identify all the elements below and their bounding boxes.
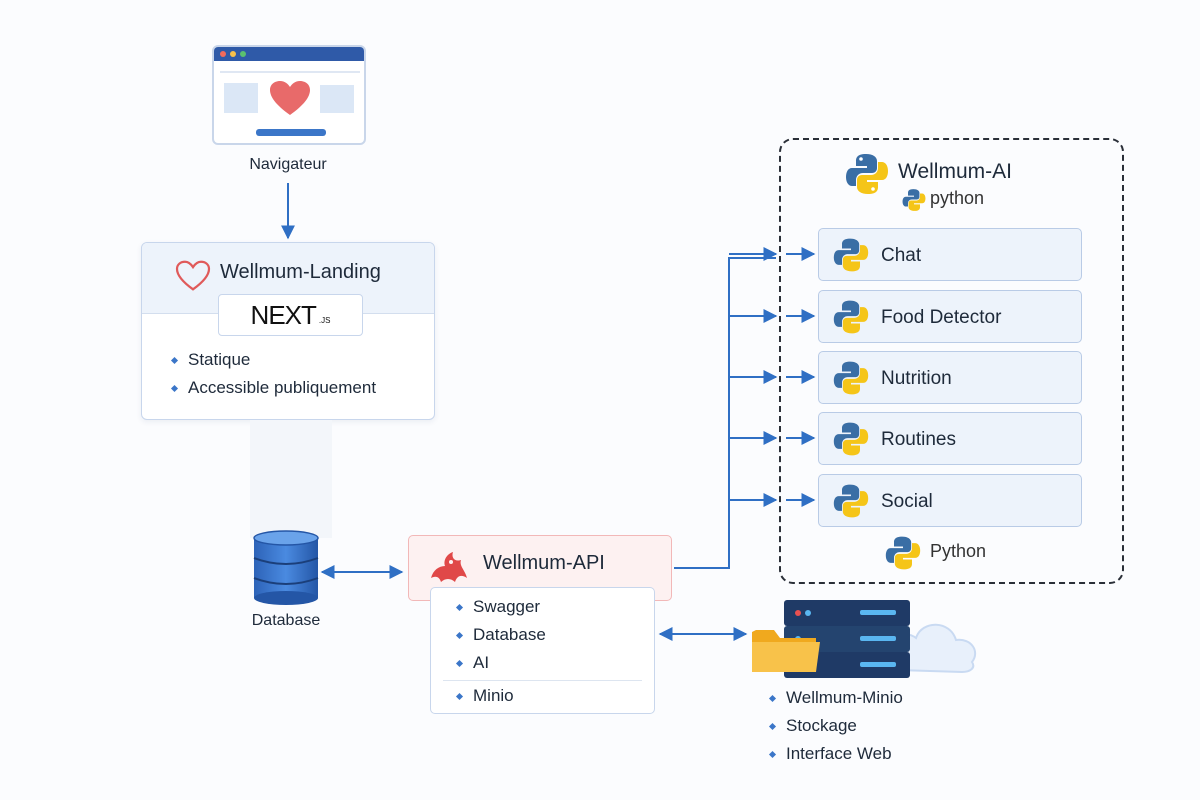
- browser-min-dot: [230, 51, 236, 57]
- list-item: Interface Web: [770, 740, 903, 768]
- browser-window-icon: [212, 45, 366, 145]
- browser-titlebar: [214, 47, 364, 61]
- nextjs-logo-suffix: .JS: [318, 315, 331, 325]
- ai-footer-label: Python: [930, 541, 987, 561]
- python-icon: [833, 238, 869, 272]
- ai-module-label: Chat: [881, 245, 922, 266]
- python-icon: [833, 484, 869, 518]
- list-item: Accessible publiquement: [172, 374, 376, 402]
- python-icon: [833, 300, 869, 334]
- list-item: Stockage: [770, 712, 903, 740]
- api-title: Wellmum-API: [483, 552, 605, 574]
- ai-service-container: [779, 138, 1124, 584]
- api-divider: [443, 680, 642, 681]
- ai-module-routines: Routines: [818, 412, 1082, 465]
- browser-label: Navigateur: [249, 156, 327, 173]
- api-extra-list: Minio: [457, 682, 514, 710]
- list-item: Statique: [172, 346, 376, 374]
- browser-button-bar: [256, 129, 326, 136]
- ai-module-social: Social: [818, 474, 1082, 527]
- ai-module-food-detector: Food Detector: [818, 290, 1082, 343]
- list-item: AI: [457, 649, 546, 677]
- list-item: Minio: [457, 682, 514, 710]
- database-label: Database: [251, 612, 321, 629]
- ai-title: Wellmum-AI: [898, 160, 1012, 183]
- ai-subtitle: python: [930, 188, 985, 208]
- ai-module-label: Food Detector: [881, 307, 1002, 328]
- python-icon: [833, 361, 869, 395]
- minio-server-icon: [752, 600, 977, 678]
- ai-module-label: Social: [881, 491, 933, 512]
- list-item: Swagger: [457, 593, 546, 621]
- database-icon: [253, 530, 319, 605]
- nestjs-icon: [431, 552, 467, 582]
- list-item: Wellmum-Minio: [770, 684, 903, 712]
- browser-image-block: [224, 83, 258, 113]
- nextjs-logo-text: NEXT: [250, 299, 317, 330]
- api-feature-panel: Swagger Database AI Minio: [430, 587, 655, 714]
- ai-module-label: Routines: [881, 429, 956, 450]
- python-footer-icon: [885, 536, 921, 570]
- landing-shadow-pillar: [250, 420, 332, 538]
- ai-module-nutrition: Nutrition: [818, 351, 1082, 404]
- python-icon: [833, 422, 869, 456]
- browser-close-dot: [220, 51, 226, 57]
- minio-feature-list: Wellmum-Minio Stockage Interface Web: [770, 684, 903, 768]
- heart-icon: [270, 81, 310, 115]
- list-item: Database: [457, 621, 546, 649]
- ai-module-label: Nutrition: [881, 368, 952, 389]
- landing-feature-list: Statique Accessible publiquement: [172, 346, 376, 402]
- browser-address-line: [220, 71, 360, 73]
- api-feature-list: Swagger Database AI: [457, 593, 546, 677]
- landing-card: Wellmum-Landing NEXT .JS Statique Access…: [141, 242, 435, 420]
- browser-text-block: [320, 85, 354, 113]
- python-logo-icon: [846, 154, 888, 194]
- heart-outline-icon: [175, 260, 211, 291]
- browser-max-dot: [240, 51, 246, 57]
- python-small-icon: [902, 189, 926, 211]
- landing-title: Wellmum-Landing: [220, 261, 381, 283]
- connector-api-ai-trunk: [674, 257, 776, 569]
- ai-module-chat: Chat: [818, 228, 1082, 281]
- nextjs-logo: NEXT .JS: [218, 294, 363, 336]
